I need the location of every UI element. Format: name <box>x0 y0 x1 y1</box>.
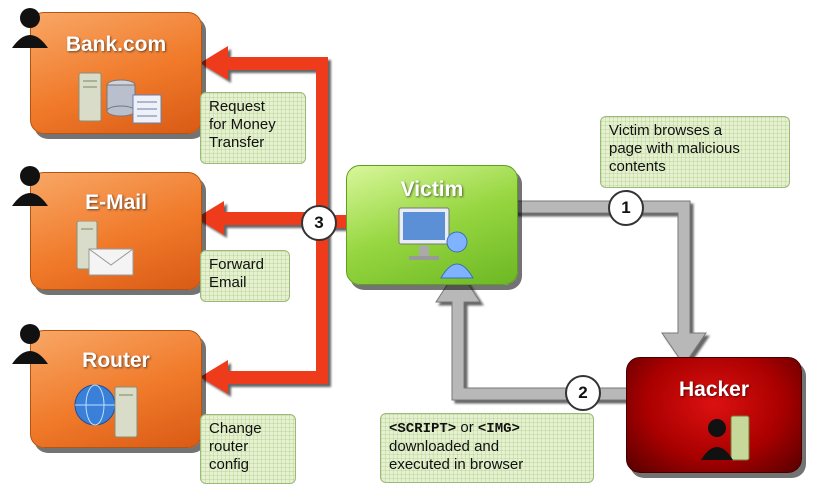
note-change-router: Change router config <box>200 414 296 484</box>
step-badge-1: 1 <box>608 190 644 226</box>
monitor-user-icon <box>398 207 474 279</box>
bank-title: Bank.com <box>65 33 167 56</box>
hacker-title: Hacker <box>678 378 750 401</box>
step-badge-2: 2 <box>565 375 601 411</box>
flow-arrow-hacker-to-victim <box>435 267 639 401</box>
router-node: Router <box>30 330 202 448</box>
victim-node: Victim <box>346 165 518 285</box>
script-tag-text: <SCRIPT> <box>389 421 457 437</box>
globe-server-icon <box>74 384 138 438</box>
server-envelope-icon <box>76 221 134 276</box>
img-tag-text: <IMG> <box>477 421 520 437</box>
bank-node: Bank.com <box>30 12 202 134</box>
person-silhouette-icon <box>12 166 48 206</box>
email-title: E-Mail <box>85 191 147 214</box>
step-badge-3: 3 <box>301 205 337 241</box>
server-database-icon <box>78 72 162 124</box>
note-forward-email: Forward Email <box>200 250 290 302</box>
hacker-node: Hacker <box>626 357 802 473</box>
person-silhouette-icon <box>12 8 48 48</box>
note-victim-browses: Victim browses a page with malicious con… <box>600 116 790 188</box>
hacker-figure-icon <box>701 415 750 461</box>
note-script-downloaded: <SCRIPT> or <IMG> downloaded and execute… <box>380 413 594 483</box>
email-node: E-Mail <box>30 172 202 290</box>
person-silhouette-icon <box>12 324 48 364</box>
note-money-transfer: Request for Money Transfer <box>200 92 306 164</box>
flow-arrow-victim-to-hacker <box>511 200 707 366</box>
router-title: Router <box>82 349 150 372</box>
victim-title: Victim <box>400 178 464 201</box>
